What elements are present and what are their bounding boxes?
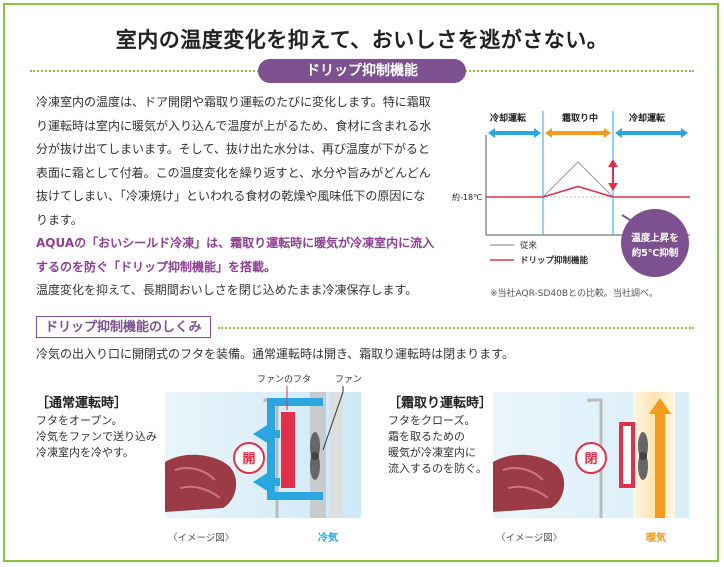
warm-air-arrow-shaft (655, 412, 665, 518)
closed-badge-text: 閉 (584, 452, 597, 467)
warm-air-arrow-head (649, 398, 671, 414)
closed-lid-inner (623, 426, 631, 484)
normal-lid (281, 412, 295, 488)
meat-icon (165, 454, 237, 512)
panel-normal-text-2: 冷気をファンで送り込み (36, 430, 157, 443)
cold-air-arrow-head-top (253, 424, 269, 444)
legend: 従来 ドリップ抑制機能 (490, 240, 589, 266)
sub-description: 冷気の出入り口に開閉式のフタを装備。通常運転時は開き、霜取り運転時は閉まります。 (36, 347, 514, 361)
y-label: 約-18℃ (452, 192, 482, 202)
panel-defrost-text: フタをクローズ。 霜を取るための 暖気が冷凍室内に 流入するのを防ぐ。 (388, 413, 528, 477)
sub-heading: ドリップ抑制機能のしくみ (36, 316, 211, 338)
fan-icon (310, 432, 320, 480)
normal-diagram: 開 ファンのフタ ファン (165, 374, 362, 518)
callout-bubble (621, 209, 689, 277)
normal-caption: 〈イメージ図〉 (168, 533, 235, 544)
panel-normal-text-3: 冷凍室内を冷やす。 (36, 446, 134, 459)
delta-arrow (608, 159, 618, 191)
defrost-diagram: 閉 (493, 392, 689, 518)
phase-arrow-head-2-1 (681, 128, 688, 138)
label-fan: ファン (335, 375, 362, 385)
phase-arrow-head-2-0 (615, 128, 622, 138)
cold-air-arrow-head-bottom (253, 472, 269, 492)
phase-label-cool-2: 冷却運転 (629, 112, 665, 124)
series-lines (486, 161, 690, 198)
phase-arrows (488, 128, 688, 138)
series-line-1 (486, 185, 690, 198)
meat-marbling-defrost (502, 467, 549, 499)
chart-note: ※当社AQR-SD40Bとの比較。当社調べ。 (490, 289, 658, 299)
phase-arrow-head-1-0 (545, 128, 552, 138)
defrost-caption: 〈イメージ図〉 (496, 533, 563, 544)
closed-badge (575, 442, 607, 474)
phase-label-cool-1: 冷却運転 (490, 112, 526, 124)
panel-defrost-text-3: 暖気が冷凍室内に (388, 446, 476, 459)
label-fan-lid: ファンのフタ (257, 374, 311, 385)
phase-arrow-head-0-0 (488, 128, 495, 138)
cold-air-arrow-outline (267, 398, 323, 500)
warm-air-label: 暖気 (646, 533, 666, 544)
panel-normal-title: ［通常運転時］ (36, 396, 128, 411)
page-frame (3, 3, 719, 562)
open-badge (233, 442, 265, 474)
paragraph-2: AQUAの「おいシールド冷凍」は、霜取り運転時に暖気が冷凍室内に流入するのを防ぐ… (36, 236, 435, 274)
legend-label-drip: ドリップ抑制機能 (520, 255, 589, 266)
delta-arrow-head-up (608, 159, 618, 167)
panel-defrost-text-4: 流入するのを防ぐ。 (388, 462, 487, 475)
panel-defrost-title: ［霜取り運転時］ (388, 396, 493, 411)
delta-arrow-head-down (608, 183, 618, 191)
sub-divider (218, 327, 694, 329)
panel-normal-text-1: フタをオープン。 (36, 414, 123, 427)
series-line-0 (486, 161, 690, 198)
open-badge-text: 開 (242, 452, 255, 467)
panel-defrost-text-1: フタをクローズ。 (388, 414, 476, 427)
meat-icon-defrost (493, 454, 565, 512)
legend-label-conventional: 従来 (520, 240, 538, 251)
panel-defrost-text-2: 霜を取るための (388, 430, 465, 443)
phase-arrow-head-1-1 (604, 128, 611, 138)
temperature-chart: 冷却運転 霜取り中 冷却運転 約-18℃ 温度上昇を 約5℃抑制 従来 ドリップ… (452, 111, 690, 277)
headline: 室内の温度変化を抑えて、おいしさを逃がさない。 (115, 28, 609, 52)
callout-text-1: 温度上昇を (631, 232, 679, 244)
phase-label-defrost: 霜取り中 (561, 112, 598, 124)
label-fan-pointer (322, 386, 344, 451)
paragraph-1: 冷凍室内の温度は、ドア開閉や霜取り運転のたびに変化します。特に霜取り運転時は室内… (36, 95, 432, 227)
phase-arrow-head-0-1 (534, 128, 541, 138)
fan-hub (311, 452, 319, 460)
fan-icon-defrost (638, 432, 648, 480)
meat-marbling (174, 467, 221, 499)
fan-hub-defrost (639, 452, 647, 460)
paragraph-3: 温度変化を抑えて、長期間おいしさを閉じ込めたまま冷凍保存します。 (36, 283, 418, 297)
cold-air-label: 冷気 (318, 533, 338, 544)
callout-text-2: 約5℃抑制 (632, 247, 679, 259)
section-label: ドリップ抑制機能 (258, 59, 466, 83)
panel-normal-text: フタをオープン。 冷気をファンで送り込み 冷凍室内を冷やす。 (36, 413, 176, 461)
